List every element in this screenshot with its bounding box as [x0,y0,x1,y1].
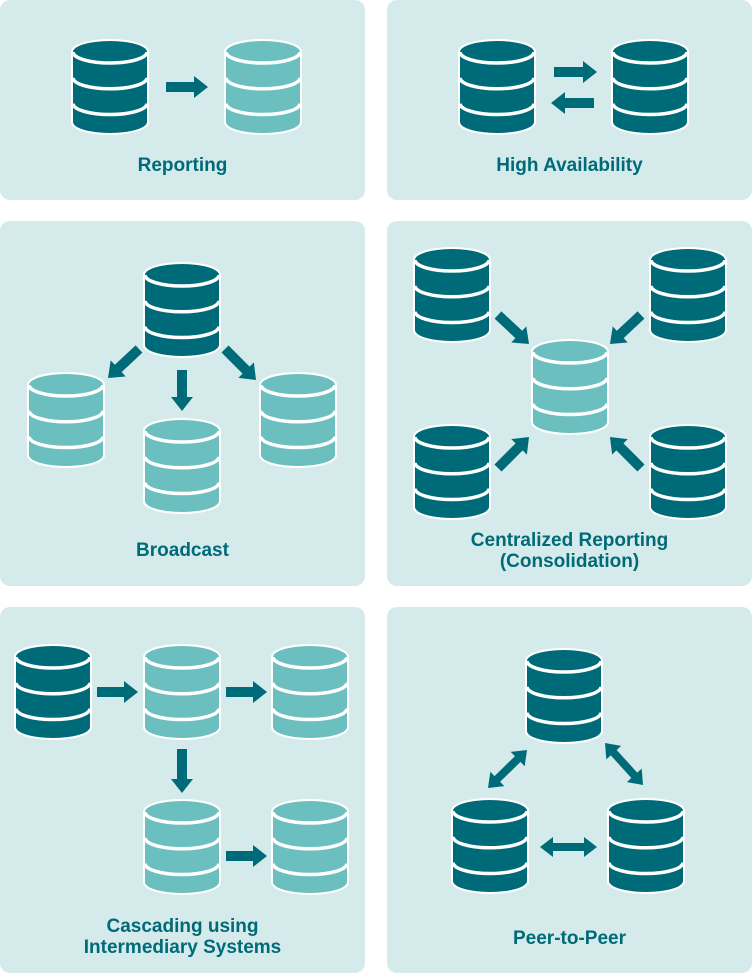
arrow-icon [226,681,267,703]
panel-title: Broadcast [0,540,365,561]
panel-title-line: High Availability [496,155,643,176]
database-icon [649,247,727,343]
database-icon [27,372,105,468]
panel-title-line: (Consolidation) [499,551,640,572]
database-icon [413,247,491,343]
panel-reporting: Reporting [0,0,365,200]
database-icon [271,799,349,895]
arrow-icon [554,61,597,83]
panel-title: Reporting [0,155,365,176]
arrow-icon [171,749,193,793]
panel-title: High Availability [387,155,752,176]
database-icon [224,39,302,135]
database-icon [413,424,491,520]
panel-title-line: Cascading using [106,916,259,937]
panel-title-line: Broadcast [136,540,229,561]
arrow-icon [551,92,594,114]
arrow-icon [108,345,143,379]
arrow-icon [609,436,645,472]
arrow-icon [494,436,530,472]
panel-title-line: Reporting [137,155,228,176]
arrow-icon [494,311,530,344]
database-icon [458,39,536,135]
database-icon [143,418,221,514]
panel-title: Centralized Reporting (Consolidation) [387,530,752,572]
database-icon [611,39,689,135]
panel-peer-to-peer: Peer-to-Peer [387,607,752,973]
database-icon [259,372,337,468]
database-icon [143,262,221,358]
panel-title-line: Centralized Reporting [470,530,669,551]
database-icon [14,644,92,740]
database-icon [525,648,603,744]
panel-title-line: Intermediary Systems [83,937,282,958]
panel-title: Cascading using Intermediary Systems [0,916,365,958]
arrow-icon [171,370,193,411]
double-arrow-icon [605,743,644,785]
arrow-icon [610,311,645,345]
database-icon [143,644,221,740]
database-icon [607,798,685,894]
database-icon [271,644,349,740]
database-icon [143,799,221,895]
arrow-icon [166,76,208,98]
database-icon [649,424,727,520]
database-icon [451,798,529,894]
arrow-icon [221,345,257,381]
panel-title: Peer-to-Peer [387,928,752,949]
double-arrow-icon [488,750,528,788]
arrow-icon [97,681,138,703]
panel-title-line: Peer-to-Peer [513,928,626,949]
database-icon [71,39,149,135]
double-arrow-icon [540,837,597,857]
database-icon [531,339,609,435]
arrow-icon [226,845,267,867]
